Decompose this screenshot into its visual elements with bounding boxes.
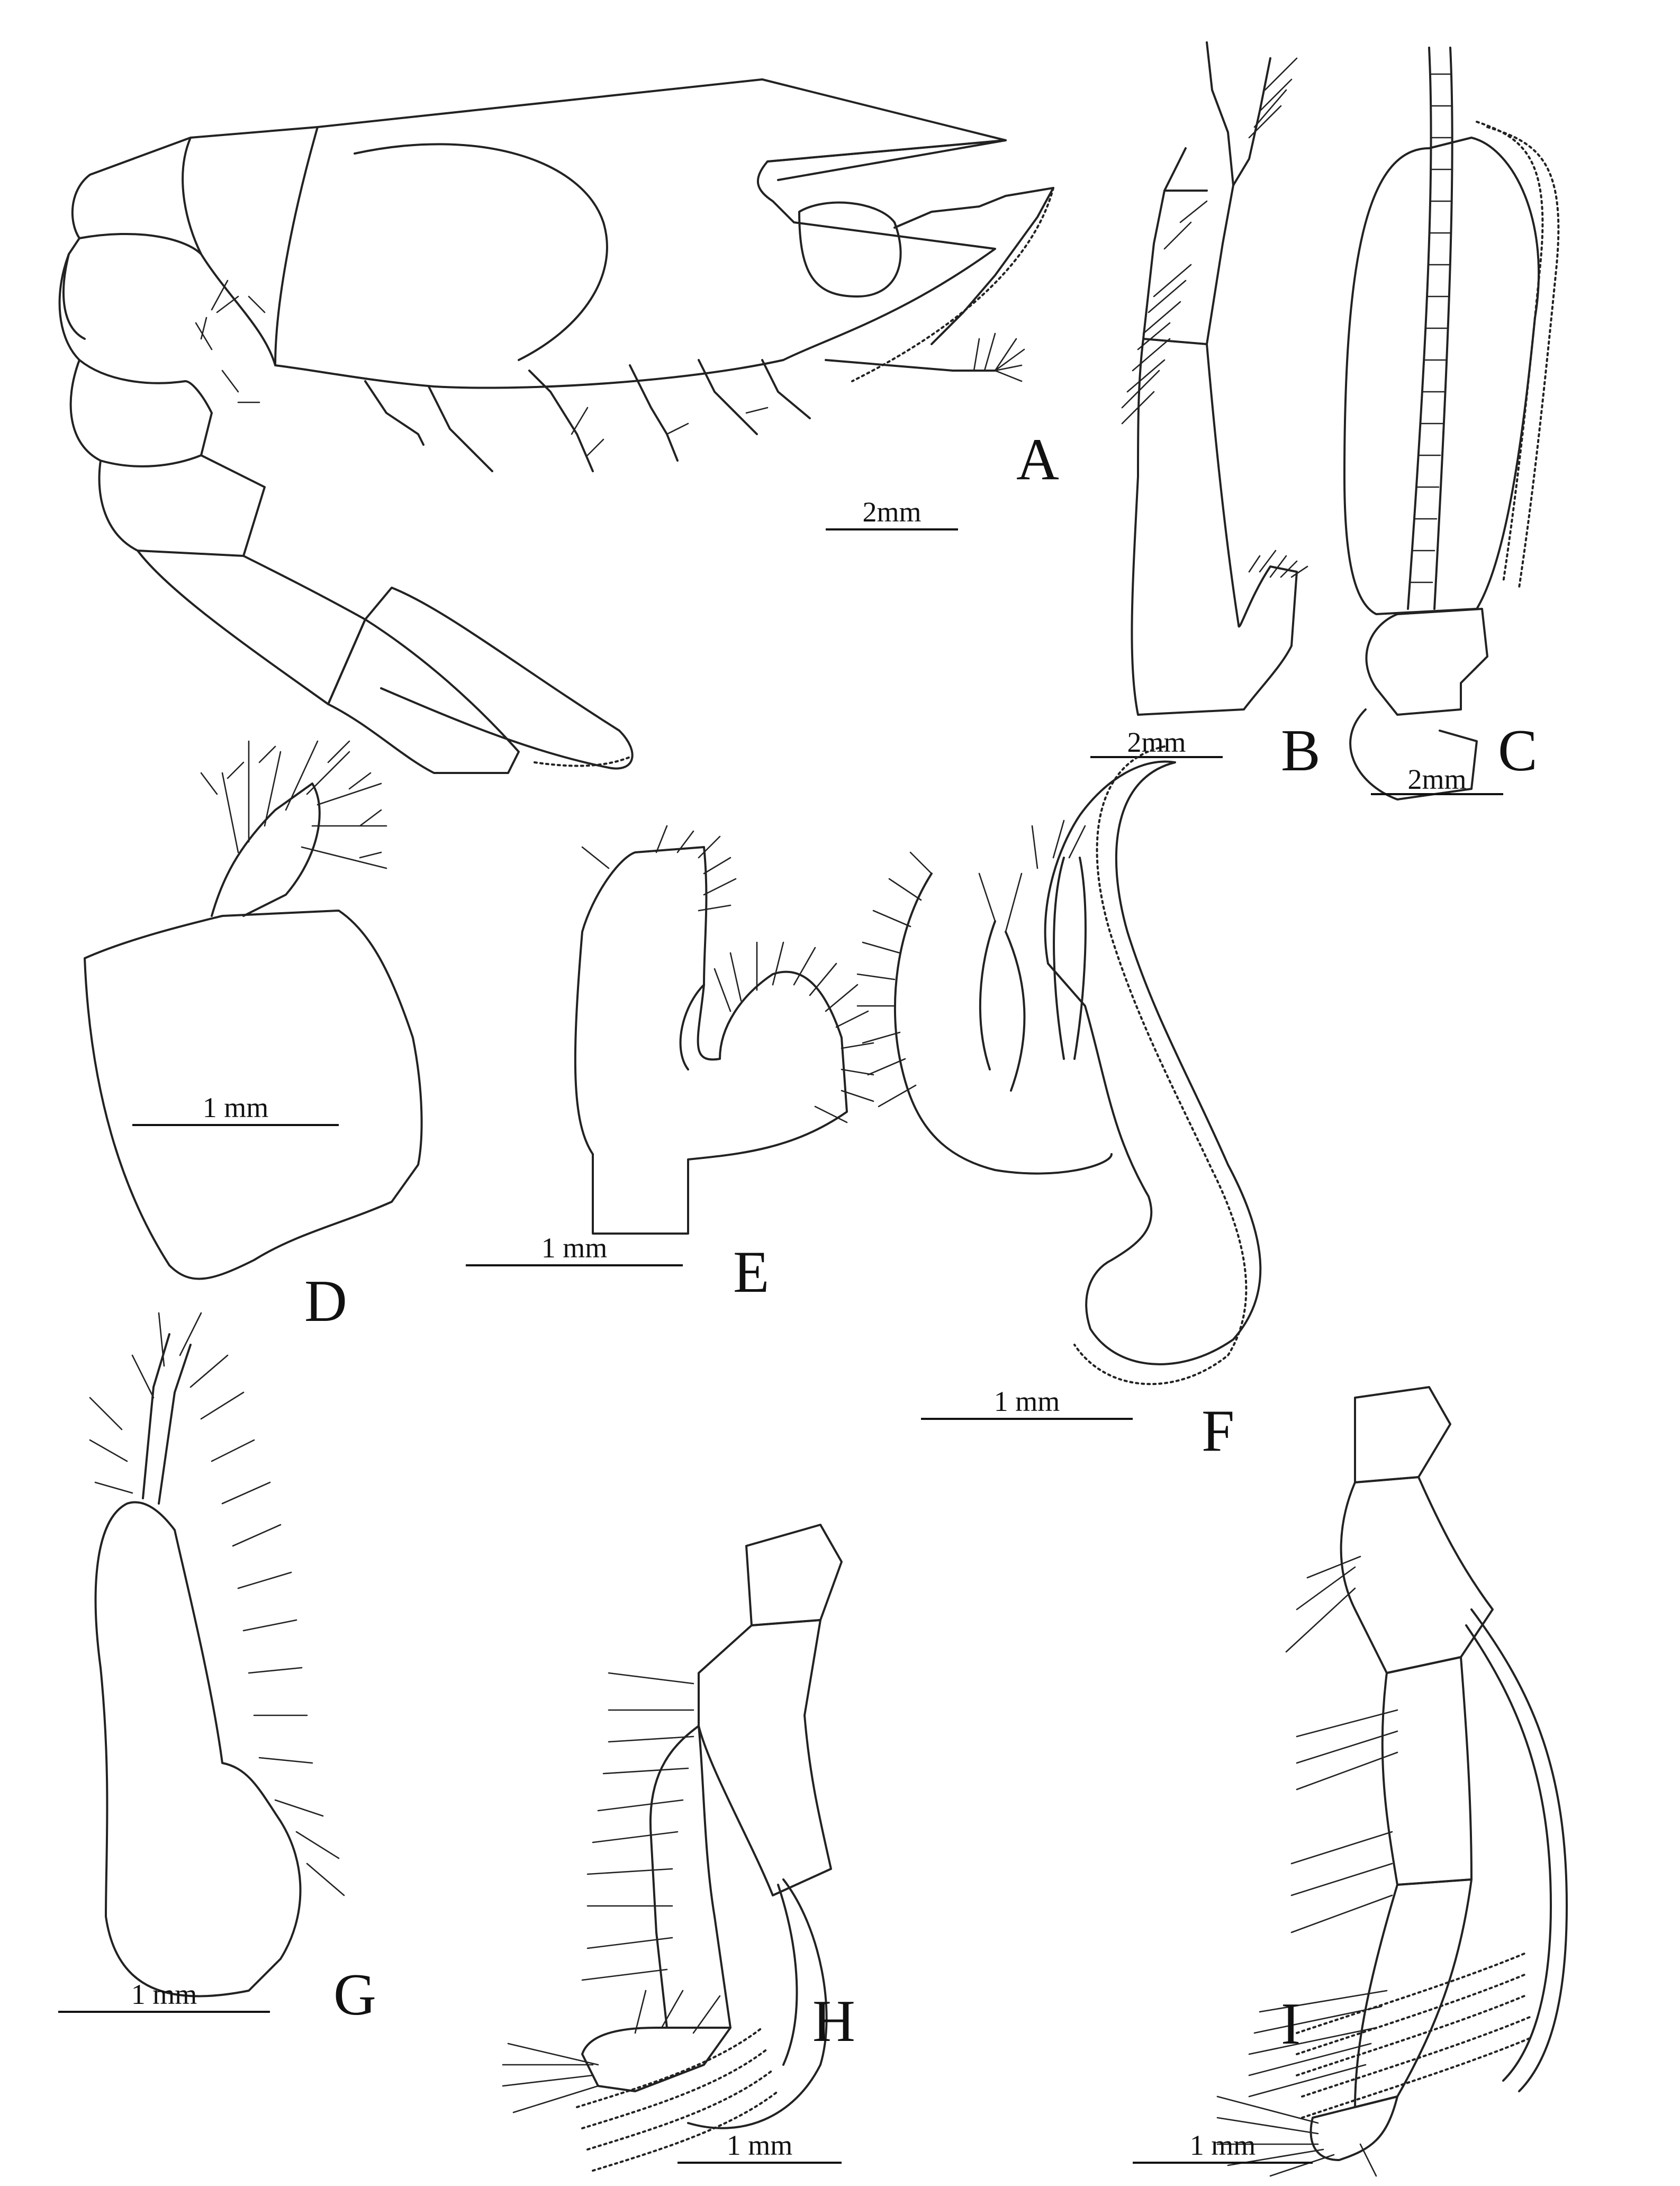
panel-letter-d: D: [304, 1269, 347, 1334]
maxilliped-3-exopod-setae: [1296, 1953, 1531, 2119]
panel-letter-e: E: [733, 1239, 769, 1305]
maxilliped-2-exopod-setae: [576, 2027, 779, 2172]
maxilliped-3-setae: [1216, 1555, 1398, 2177]
panel-letter-b: B: [1281, 718, 1321, 784]
panel-letter-a: A: [1016, 427, 1059, 492]
maxilliped-3-exopod: [1465, 1608, 1568, 2092]
scale-plumose-setae: [1476, 121, 1544, 583]
maxilliped-2-merus: [649, 1725, 731, 2029]
cervical-groove: [354, 143, 608, 361]
scale-label-h: 1 mm: [727, 2129, 793, 2161]
maxilliped-1-setae: [89, 1312, 345, 1896]
mandible-body: [84, 910, 423, 1280]
panel-e-maxillule: [574, 825, 874, 1235]
scale-label-a: 2mm: [862, 496, 921, 528]
panel-b-appendage: [1121, 41, 1308, 716]
mandible-palp: [211, 782, 321, 917]
abdomen-somite-6: [137, 550, 366, 705]
panel-letter-i: I: [1281, 1991, 1300, 2057]
panel-a-whole-animal: [58, 78, 1054, 774]
appendage-b-setae: [1121, 57, 1308, 578]
panel-letter-f: F: [1202, 1398, 1234, 1464]
maxilliped-1-body: [94, 1501, 302, 1998]
rostrum: [766, 139, 1007, 181]
abdomen-somite-3: [58, 233, 202, 384]
scale-label-f: 1 mm: [994, 1386, 1060, 1417]
antenna-peduncle: [825, 359, 996, 372]
maxilla-endites: [893, 857, 1113, 1175]
maxilliped-3-dactyl: [1309, 2095, 1398, 2161]
maxilliped-2-distal: [581, 2027, 731, 2092]
carapace-outline: [274, 78, 1007, 389]
maxilla-marginal-setae: [1073, 745, 1248, 1386]
maxilliped-3-coxa: [1354, 1386, 1451, 1483]
uropod: [364, 587, 634, 770]
antenna-setae: [973, 332, 1025, 382]
maxillule-setae: [713, 941, 874, 1123]
antennal-flagellum-c: [1407, 47, 1453, 610]
abdomen-somite-5: [98, 454, 266, 557]
maxilliped-2-coxa: [745, 1524, 843, 1626]
antennal-peduncle: [1365, 608, 1488, 716]
eye: [798, 201, 902, 298]
scale-label-b: 2mm: [1127, 726, 1186, 758]
telson: [327, 618, 520, 774]
antennule: [893, 187, 1054, 345]
abdomen-somite-4: [69, 359, 213, 467]
maxilliped-2-basis: [698, 1619, 832, 1896]
maxilliped-2-setae: [502, 1672, 721, 2113]
pereopods: [364, 359, 811, 472]
antennal-flagellum: [851, 187, 1054, 382]
uropod-setae: [534, 756, 631, 767]
appendage-b-body: [1131, 338, 1298, 716]
maxilliped-3-ischium: [1381, 1656, 1473, 1886]
panel-c-antennal-scale: [1343, 47, 1560, 800]
panel-letter-g: G: [333, 1962, 376, 2028]
panel-i-third-maxilliped: [1216, 1386, 1568, 2177]
panel-letter-c: C: [1498, 718, 1538, 784]
flagellum-annuli: [1410, 73, 1453, 583]
pleopod-setae: [195, 280, 266, 403]
appendage-b-palp: [1206, 41, 1234, 345]
scale-label-e: 1 mm: [541, 1232, 608, 1264]
abdomen-somite-2: [62, 137, 192, 340]
maxillule-spines: [581, 825, 737, 912]
maxilliped-2-exopod: [687, 1878, 828, 2129]
maxilla-scaphognathite: [1044, 760, 1262, 1365]
scale-label-i: 1 mm: [1190, 2129, 1256, 2161]
panel-d-mandible: [84, 740, 423, 1280]
maxilliped-1-exopod: [142, 1333, 192, 1505]
scale-label-d: 1 mm: [203, 1092, 269, 1123]
panel-g-first-maxilliped: [89, 1312, 345, 1998]
scale-label-c: 2mm: [1407, 763, 1466, 795]
panel-h-second-maxilliped: [502, 1524, 843, 2172]
maxilliped-3-basis: [1340, 1476, 1494, 1674]
maxillule-body: [574, 846, 848, 1235]
scale-label-g: 1 mm: [131, 1978, 197, 2010]
panel-letter-h: H: [812, 1989, 855, 2054]
panel-f-maxilla: [856, 745, 1262, 1386]
mandible-palp-setae: [200, 740, 387, 869]
maxilla-plumose-setae: [856, 820, 1086, 1108]
